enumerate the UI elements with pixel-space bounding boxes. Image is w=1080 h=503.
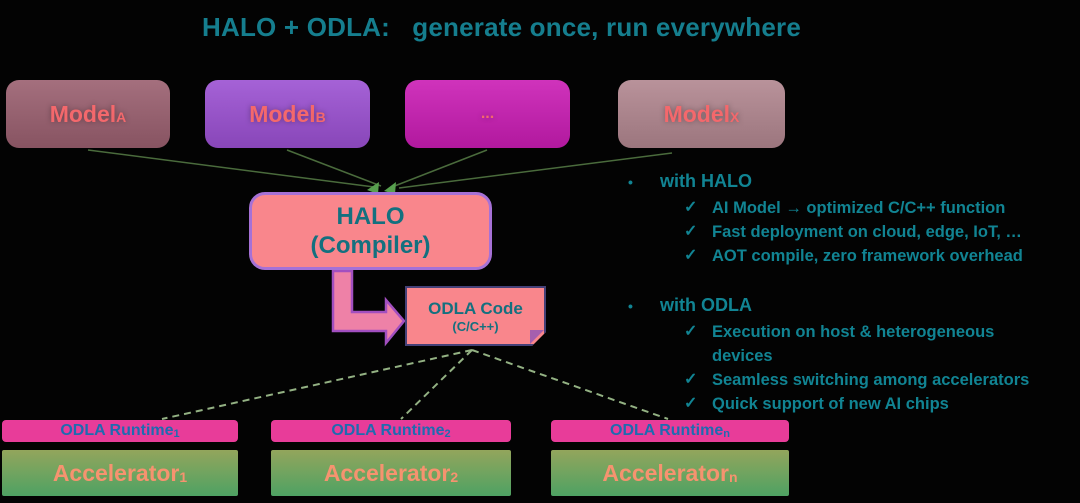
accelerator-2-label: Accelerator [323,459,451,486]
runtime-2-label: ODLA Runtime [331,422,445,439]
with-odla-item: ✓ Execution on host & heterogeneous devi… [684,320,1052,368]
model-ellipsis-label: ... [480,105,495,122]
with-halo-item-text: AI Model → optimized C/C++ function [712,199,1006,217]
check-icon: ✓ [684,199,698,216]
with-halo-item-text: Fast deployment on cloud, edge, IoT, … [712,223,1022,241]
halo-compiler-box: HALO (Compiler) [249,192,492,270]
runtime-1-label: ODLA Runtime [60,422,174,439]
slide-title: HALO + ODLA: generate once, run everywhe… [202,12,802,42]
model-x-subscript: X [730,109,740,125]
model-b-subscript: B [315,109,326,125]
bullet-icon: • [628,298,633,314]
with-halo-item: ✓ AOT compile, zero framework overhead [684,244,1052,268]
check-icon: ✓ [684,223,698,240]
with-odla-heading-label: with ODLA [660,295,752,315]
with-odla-heading: • with ODLA [628,294,1080,317]
check-icon: ✓ [684,323,698,340]
with-odla-item: ✓ Seamless switching among accelerators [684,368,1052,392]
check-icon: ✓ [684,247,698,264]
folded-corner-icon [530,330,544,344]
model-a-subscript: A [116,109,127,125]
feature-list: • with HALO ✓ AI Model → optimized C/C++… [628,170,1080,416]
accelerator-n-label: Accelerator [602,459,729,486]
with-odla-item-text: Seamless switching among accelerators [712,371,1030,389]
odla-code-line1: ODLA Code [428,298,523,318]
model-a-to-halo-connector [87,149,375,188]
model-b-to-halo-connector [286,149,382,187]
with-odla-item-text: Execution on host & heterogeneous device… [712,323,995,365]
runtime-2-subscript: 2 [444,428,451,440]
with-odla-item-text: Quick support of new AI chips [712,395,949,413]
runtime-n-subscript: n [723,428,730,440]
accelerator-1-label: Accelerator [52,459,180,486]
check-icon: ✓ [684,395,698,412]
with-halo-item: ✓ AI Model → optimized C/C++ function [684,196,1052,220]
odla-code-note: ODLA Code (C/C++) [405,286,546,346]
with-odla-item: ✓ Quick support of new AI chips [684,392,1052,416]
with-halo-heading-label: with HALO [660,171,752,191]
check-icon: ✓ [684,371,698,388]
with-odla-items: ✓ Execution on host & heterogeneous devi… [684,320,1052,416]
accelerator-2-subscript: 2 [450,469,459,485]
model-dots-to-halo-connector [391,149,488,188]
runtime-n-label: ODLA Runtime [610,422,724,439]
accelerator-1-subscript: 1 [179,469,188,485]
with-halo-item: ✓ Fast deployment on cloud, edge, IoT, … [684,220,1052,244]
with-halo-items: ✓ AI Model → optimized C/C++ function ✓ … [684,196,1052,268]
accelerator-n-subscript: n [729,469,738,485]
halo-box-line1: HALO [336,203,405,230]
halo-box-line2: (Compiler) [310,232,431,259]
with-halo-item-text: AOT compile, zero framework overhead [712,247,1023,265]
runtime-1-subscript: 1 [173,428,180,440]
model-box-ellipsis: ... [405,80,570,148]
odla-to-runtime1-dashed-connector [161,349,473,420]
halo-to-odla-elbow-arrow [331,269,406,347]
model-a-label: Model [49,100,117,127]
with-halo-heading: • with HALO [628,170,1080,193]
spacer [628,268,1080,294]
bullet-icon: • [628,174,633,190]
odla-code-line2: (C/C++) [452,318,499,334]
model-b-label: Model [249,100,316,127]
odla-to-runtime2-dashed-connector [400,349,473,420]
model-x-label: Model [663,100,731,127]
